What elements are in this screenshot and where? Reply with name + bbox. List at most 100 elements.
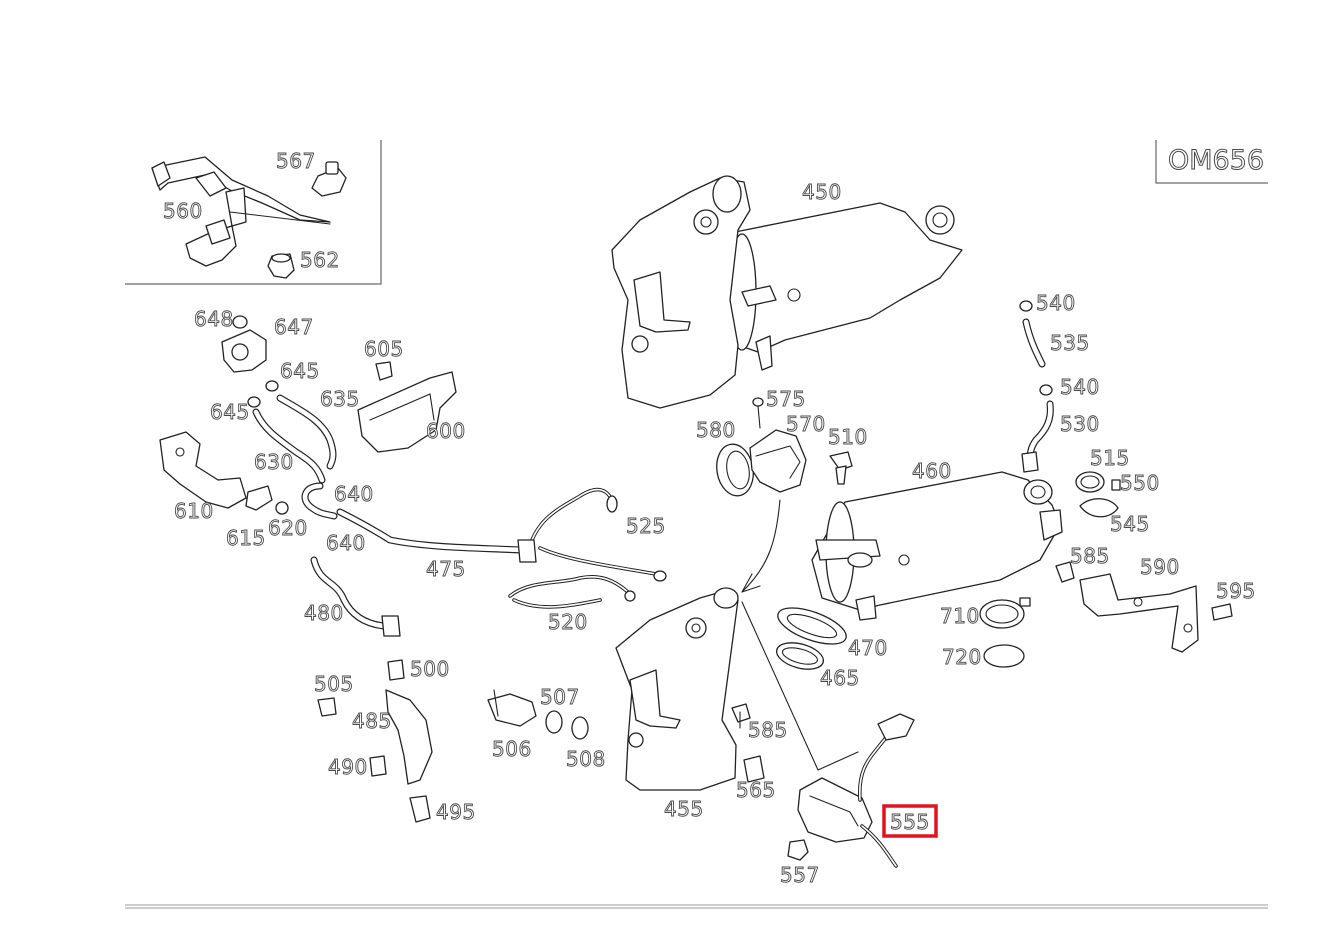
part-450-dpf-drawing[interactable] — [611, 175, 963, 409]
part-510-bolt-drawing[interactable] — [829, 451, 853, 485]
part-557-screw-drawing[interactable] — [787, 839, 809, 861]
label-540-upper[interactable]: 540 — [1036, 291, 1076, 316]
label-485[interactable]: 485 — [352, 709, 392, 734]
label-525[interactable]: 525 — [626, 514, 666, 539]
label-585-upper[interactable]: 585 — [1070, 544, 1110, 569]
label-550[interactable]: 550 — [1120, 471, 1160, 496]
part-520-sensor-drawing[interactable] — [508, 575, 636, 609]
part-490-bolt-drawing[interactable] — [369, 755, 387, 777]
part-470-gasket-drawing[interactable] — [773, 601, 850, 652]
part-610-bracket-drawing[interactable] — [159, 431, 247, 509]
label-460[interactable]: 460 — [912, 459, 952, 484]
label-567[interactable]: 567 — [276, 149, 316, 174]
part-540-seal-lower-drawing[interactable] — [1039, 384, 1053, 396]
part-500-clip-drawing[interactable] — [387, 659, 405, 681]
label-505[interactable]: 505 — [314, 672, 354, 697]
label-475[interactable]: 475 — [426, 557, 466, 582]
part-465-ring-drawing[interactable] — [774, 638, 827, 674]
label-710[interactable]: 710 — [940, 604, 980, 629]
label-647[interactable]: 647 — [274, 315, 314, 340]
label-530[interactable]: 530 — [1060, 412, 1100, 437]
label-545[interactable]: 545 — [1110, 512, 1150, 537]
label-465[interactable]: 465 — [820, 666, 860, 691]
part-595-bolt-drawing[interactable] — [1211, 603, 1233, 621]
label-615[interactable]: 615 — [226, 526, 266, 551]
label-557[interactable]: 557 — [780, 863, 820, 888]
part-575-bolt-drawing[interactable] — [752, 397, 764, 429]
part-530-pipe-drawing[interactable] — [1021, 400, 1054, 473]
part-540-seal-upper-drawing[interactable] — [1019, 300, 1033, 312]
part-525-sensor-drawing[interactable] — [526, 487, 667, 582]
part-710-ring-drawing[interactable] — [979, 597, 1031, 629]
part-555-sensor-drawing[interactable] — [797, 713, 915, 868]
part-507-ring-drawing[interactable] — [545, 710, 563, 734]
part-600-shield-drawing[interactable] — [357, 371, 457, 453]
label-720[interactable]: 720 — [942, 645, 982, 670]
label-507[interactable]: 507 — [540, 685, 580, 710]
part-615-clip-drawing[interactable] — [245, 485, 273, 511]
part-640-hose-drawing[interactable] — [301, 482, 338, 520]
label-585-lower[interactable]: 585 — [748, 718, 788, 743]
part-560-bracket-drawing[interactable] — [151, 156, 331, 267]
label-605[interactable]: 605 — [364, 337, 404, 362]
label-450[interactable]: 450 — [802, 180, 842, 205]
label-495[interactable]: 495 — [436, 800, 476, 825]
label-640-lower[interactable]: 640 — [326, 531, 366, 556]
part-605-bolt-drawing[interactable] — [375, 361, 393, 381]
label-635[interactable]: 635 — [320, 387, 360, 412]
label-555[interactable]: 555 — [890, 810, 930, 835]
label-535[interactable]: 535 — [1050, 331, 1090, 356]
part-565-clamp-drawing[interactable] — [743, 755, 765, 783]
part-506-connector-drawing[interactable] — [487, 689, 537, 727]
part-455-converter-drawing[interactable] — [615, 587, 739, 791]
label-620[interactable]: 620 — [268, 516, 308, 541]
part-485-shield-drawing[interactable] — [385, 689, 433, 785]
part-545-clamp-drawing[interactable] — [1079, 498, 1119, 518]
part-590-bracket-drawing[interactable] — [1079, 573, 1199, 653]
label-560[interactable]: 560 — [163, 199, 203, 224]
label-455[interactable]: 455 — [664, 797, 704, 822]
label-515[interactable]: 515 — [1090, 446, 1130, 471]
part-648-nut-drawing[interactable] — [232, 315, 248, 329]
part-567-clip-drawing[interactable] — [311, 161, 347, 197]
label-595[interactable]: 595 — [1216, 579, 1256, 604]
part-535-pipe-drawing[interactable] — [1022, 318, 1046, 368]
label-562[interactable]: 562 — [300, 248, 340, 273]
label-648[interactable]: 648 — [194, 307, 234, 332]
part-720-ring-drawing[interactable] — [983, 644, 1025, 668]
label-590[interactable]: 590 — [1140, 555, 1180, 580]
part-562-nut-drawing[interactable] — [267, 253, 295, 279]
label-645-right[interactable]: 645 — [280, 359, 320, 384]
label-506[interactable]: 506 — [492, 737, 532, 762]
label-490[interactable]: 490 — [328, 755, 368, 780]
label-480[interactable]: 480 — [304, 601, 344, 626]
label-630[interactable]: 630 — [254, 450, 294, 475]
label-600[interactable]: 600 — [426, 419, 466, 444]
part-550-bolt-drawing[interactable] — [1111, 479, 1121, 491]
label-610[interactable]: 610 — [174, 499, 214, 524]
label-510[interactable]: 510 — [828, 425, 868, 450]
part-475-pipe-drawing[interactable] — [336, 508, 537, 563]
part-580-ring-drawing[interactable] — [713, 441, 757, 498]
label-570[interactable]: 570 — [786, 412, 826, 437]
part-635-hose-drawing[interactable] — [276, 394, 337, 470]
part-505-bolt-drawing[interactable] — [317, 697, 337, 717]
label-508[interactable]: 508 — [566, 747, 606, 772]
part-585-bolt-lower-drawing[interactable] — [731, 703, 751, 729]
label-580[interactable]: 580 — [696, 418, 736, 443]
label-565[interactable]: 565 — [736, 778, 776, 803]
label-540-lower[interactable]: 540 — [1060, 375, 1100, 400]
part-460-catalyst-drawing[interactable] — [811, 471, 1063, 621]
part-570-clamp-drawing[interactable] — [749, 429, 807, 493]
part-647-sensor-drawing[interactable] — [221, 329, 267, 373]
label-575[interactable]: 575 — [766, 387, 806, 412]
part-645-clip-drawing[interactable] — [247, 380, 279, 408]
part-630-hose-drawing[interactable] — [252, 408, 326, 484]
part-480-pipe-drawing[interactable] — [310, 556, 401, 637]
label-640-upper[interactable]: 640 — [334, 482, 374, 507]
part-508-clamp-drawing[interactable] — [571, 716, 589, 740]
label-470[interactable]: 470 — [848, 636, 888, 661]
label-520[interactable]: 520 — [548, 610, 588, 635]
label-645-left[interactable]: 645 — [210, 400, 250, 425]
part-495-clip-drawing[interactable] — [409, 795, 431, 823]
